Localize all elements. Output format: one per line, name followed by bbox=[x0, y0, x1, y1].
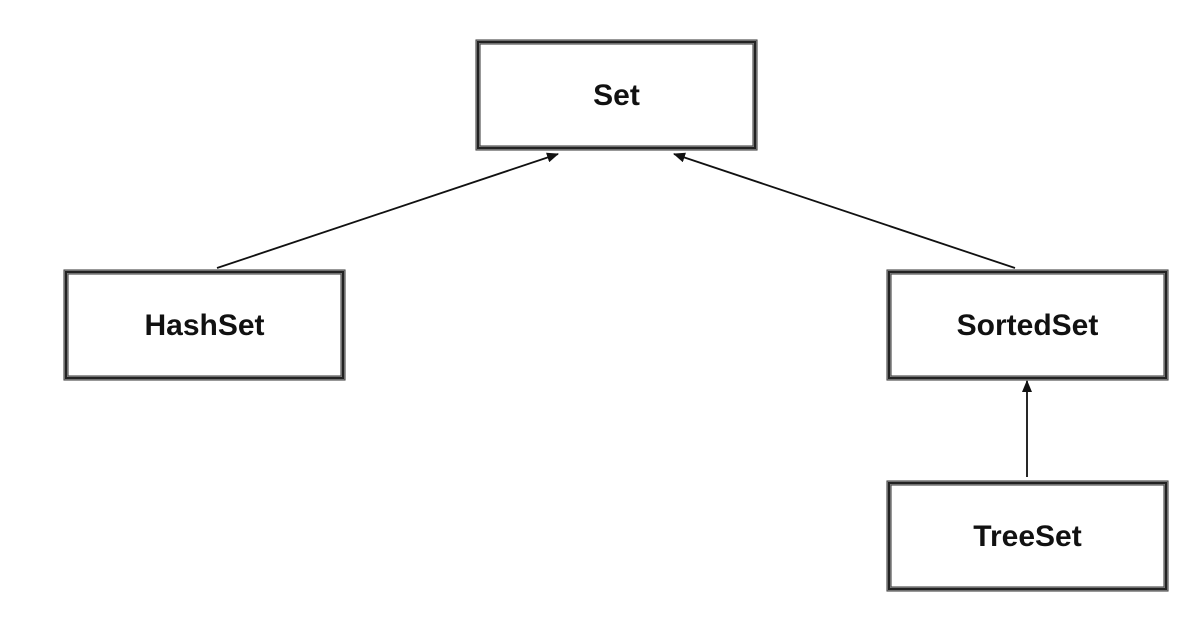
edge-sortedset-to-set bbox=[673, 152, 1016, 269]
node-label-sortedset: SortedSet bbox=[957, 309, 1099, 342]
node-hashset[interactable]: HashSet bbox=[63, 269, 346, 381]
edge-hashset-to-set bbox=[216, 152, 559, 269]
node-label-set: Set bbox=[593, 79, 640, 112]
node-treeset[interactable]: TreeSet bbox=[886, 480, 1169, 592]
node-set[interactable]: Set bbox=[475, 39, 758, 151]
node-sortedset[interactable]: SortedSet bbox=[886, 269, 1169, 381]
node-label-hashset: HashSet bbox=[144, 309, 264, 342]
node-label-treeset: TreeSet bbox=[973, 520, 1081, 553]
